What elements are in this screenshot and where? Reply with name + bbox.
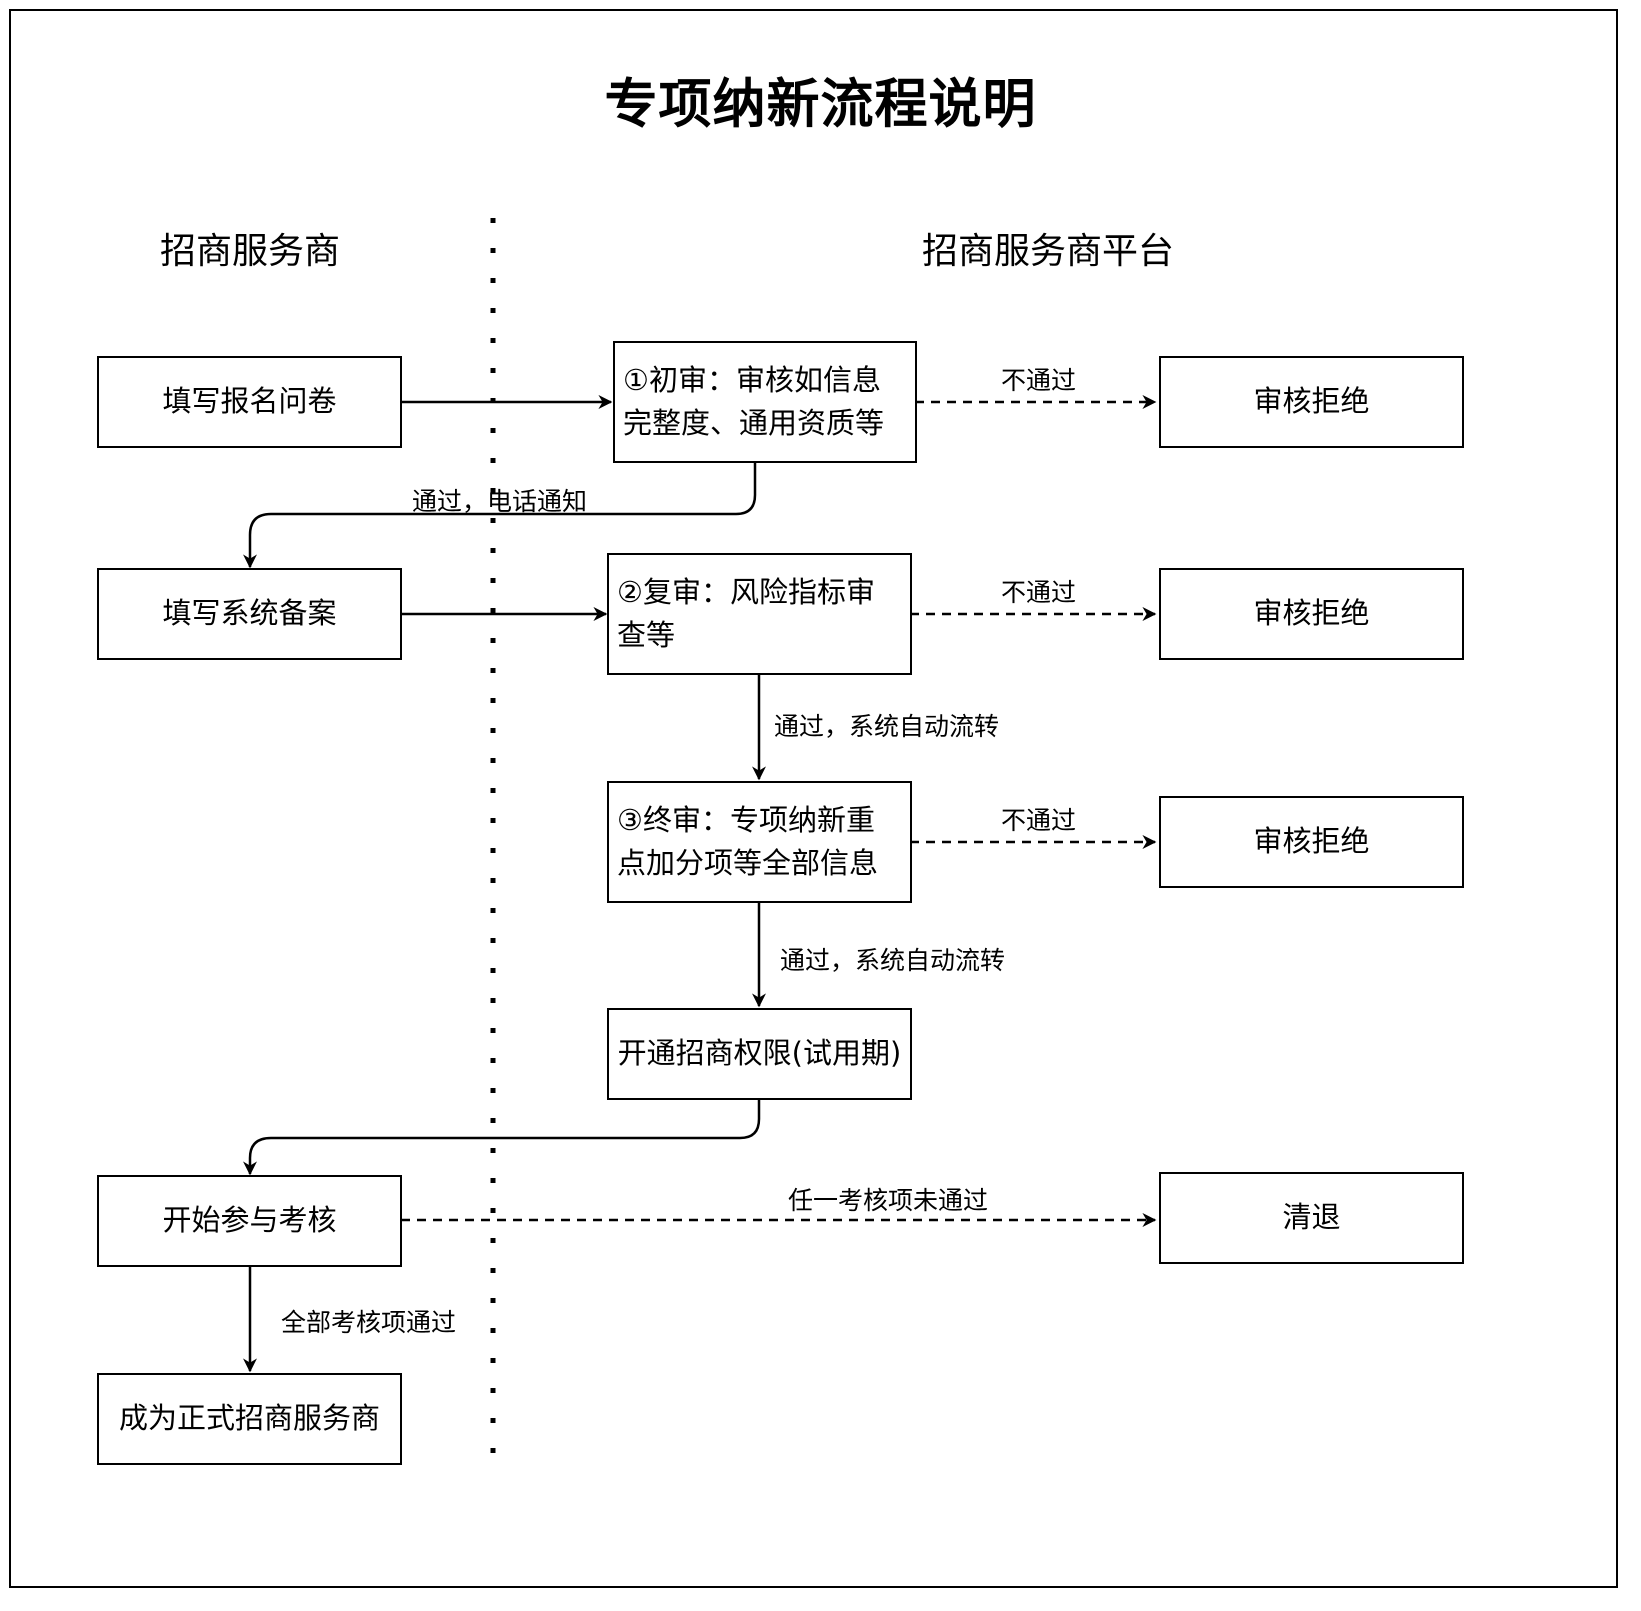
edge-label-pass-auto-2: 通过，系统自动流转 [778, 941, 1008, 977]
node-reject-1: 审核拒绝 [1159, 356, 1464, 448]
edge-label-fail-2: 不通过 [999, 573, 1079, 609]
lane-label-merchant: 招商服务商 [160, 231, 341, 272]
edge-label-fail-3: 不通过 [999, 801, 1079, 837]
node-second-review: ②复审：风险指标审查等 [607, 553, 912, 675]
diagram-frame [9, 9, 1618, 1588]
edge-label-pass-phone: 通过，电话通知 [412, 487, 588, 516]
node-fill-system: 填写系统备案 [97, 568, 402, 660]
edge-label-fail-1: 不通过 [999, 361, 1079, 397]
edge-label-pass-auto-1: 通过，系统自动流转 [772, 707, 1002, 743]
edge-permission-to-assessment [243, 1100, 761, 1176]
node-final-review: ③终审：专项纳新重点加分项等全部信息 [607, 781, 912, 903]
node-start-assessment: 开始参与考核 [97, 1175, 402, 1267]
edge-label-any-fail: 任一考核项未通过 [786, 1181, 991, 1217]
lane-label-platform: 招商服务商平台 [922, 231, 1175, 272]
node-clear-out: 清退 [1159, 1172, 1464, 1264]
edge-first-review-pass [243, 463, 757, 569]
node-first-review: ①初审：审核如信息完整度、通用资质等 [613, 341, 917, 463]
diagram-title: 专项纳新流程说明 [604, 74, 1037, 135]
node-reject-3: 审核拒绝 [1159, 796, 1464, 888]
edge-label-all-pass: 全部考核项通过 [279, 1303, 459, 1339]
node-reject-2: 审核拒绝 [1159, 568, 1464, 660]
node-open-permission: 开通招商权限(试用期) [607, 1008, 912, 1100]
node-become-official: 成为正式招商服务商 [97, 1373, 402, 1465]
node-fill-survey: 填写报名问卷 [97, 356, 402, 448]
